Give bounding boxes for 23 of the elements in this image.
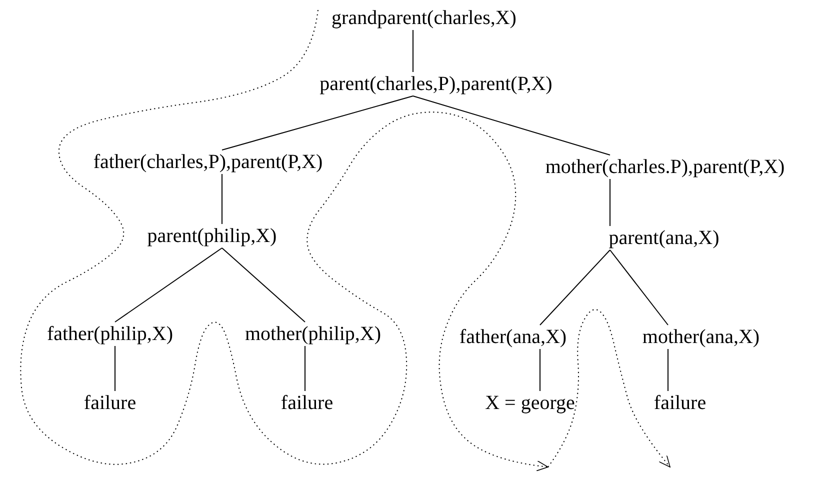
tree-branch-line — [610, 250, 668, 326]
goal-text: failure — [280, 392, 334, 414]
tree-branch-line — [412, 30, 414, 72]
goal-text: father(ana,X) — [459, 326, 567, 348]
goal-text: mother(ana,X) — [642, 326, 760, 348]
tree-branch-line — [222, 96, 414, 150]
goal-text: father(charles,P),parent(P,X) — [93, 151, 323, 173]
tree-branch-line — [222, 248, 306, 322]
goal-text: parent(ana,X) — [608, 227, 720, 249]
goal-text: failure — [84, 392, 136, 414]
goal-text: parent(charles,P),parent(P,X) — [320, 73, 552, 95]
goal-text: mother(charles.P),parent(P,X) — [545, 156, 785, 178]
goal-text: mother(philip,X) — [244, 323, 382, 345]
tree-branch-line — [304, 346, 306, 392]
goal-text: grandparent(charles,X) — [332, 7, 516, 29]
tree-branch-line — [540, 250, 610, 326]
goal-text: failure — [654, 392, 706, 414]
tree-branch-line — [114, 346, 116, 392]
tree-branch-line — [114, 248, 222, 322]
goal-text: parent(philip,X) — [147, 225, 277, 247]
goal-text: father(philip,X) — [46, 323, 174, 345]
goal-text: X = george — [485, 392, 575, 414]
tree-branch-line — [412, 96, 610, 156]
